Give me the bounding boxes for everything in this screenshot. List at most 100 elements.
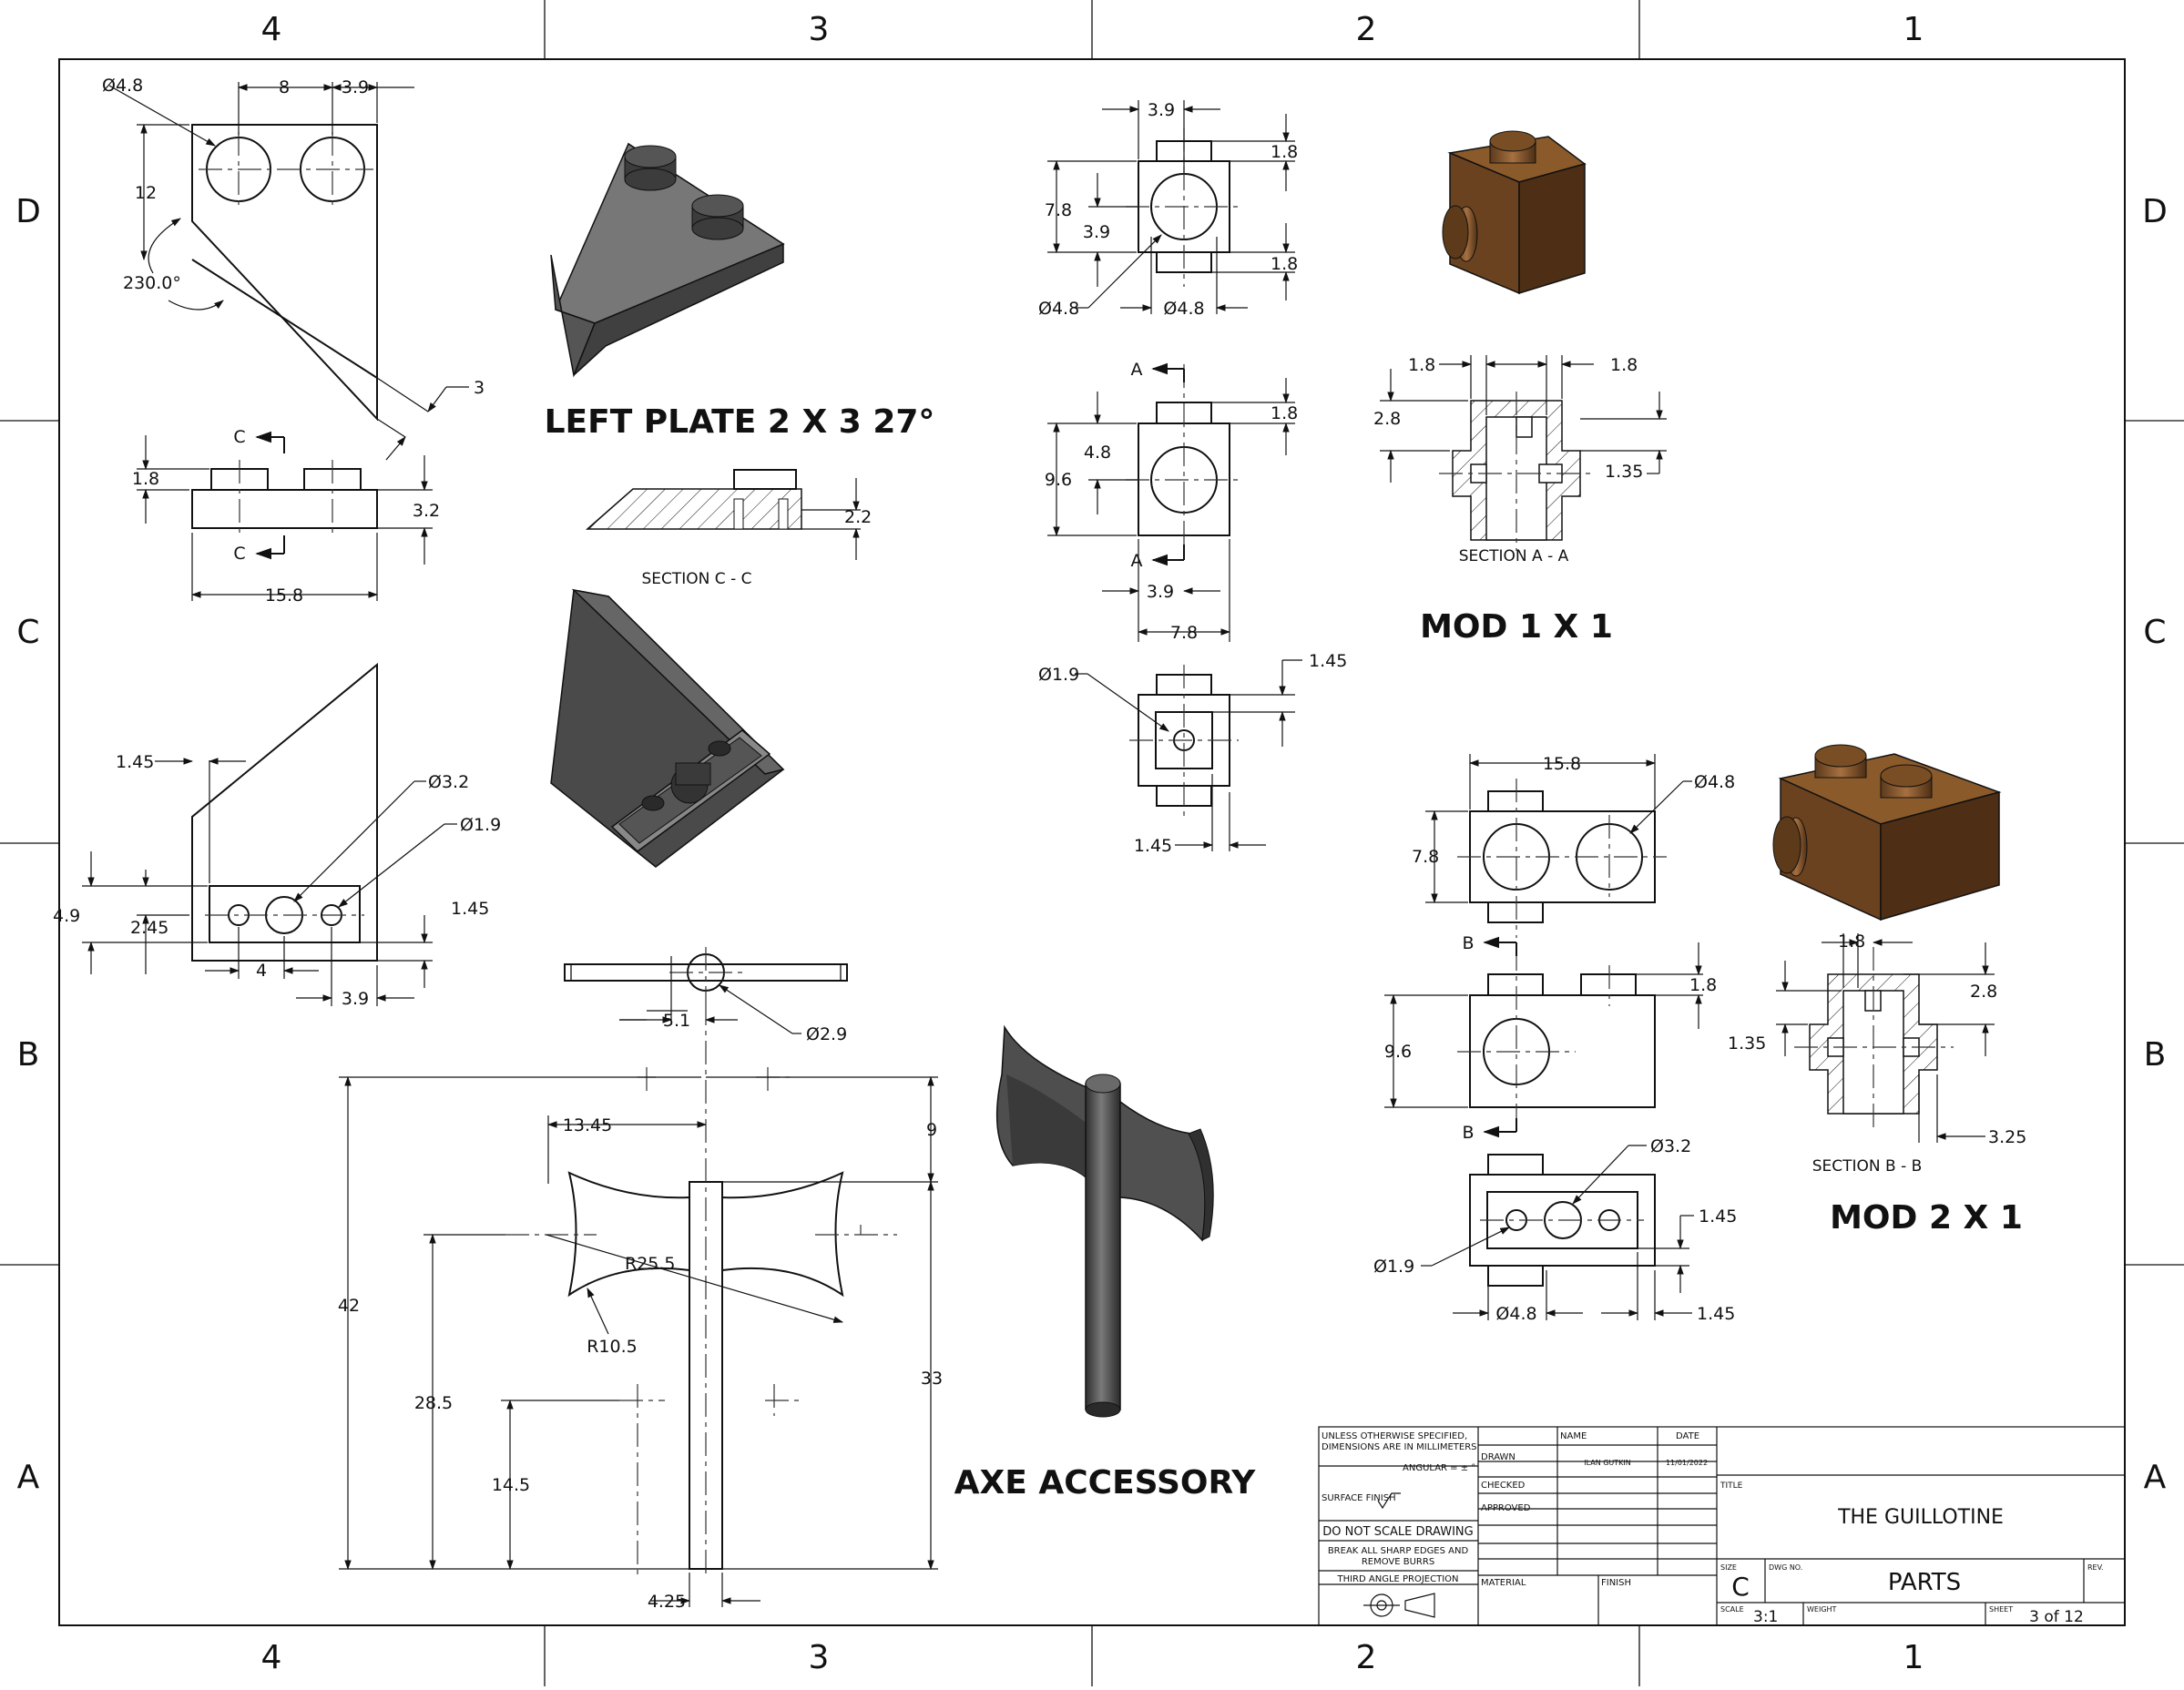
dim-ax-r-10-5: R10.5 <box>587 1337 638 1357</box>
dim-m1-dia-4-8-b: Ø4.8 <box>1163 299 1204 319</box>
label-section-b-b: SECTION B - B <box>1812 1157 1923 1176</box>
section-marker-a-bottom: A <box>1131 551 1143 571</box>
tb-name-header: NAME <box>1560 1431 1587 1441</box>
mod1x1-iso <box>1442 130 1587 295</box>
zone-row-a-right: A <box>2144 1459 2167 1496</box>
label-section-a-a: SECTION A - A <box>1459 547 1569 565</box>
mod2x1-bottom-view: Ø3.2 1.45 Ø1.9 Ø4.8 1.45 <box>1373 1136 1737 1324</box>
section-marker-c-bottom: C <box>233 544 245 564</box>
zone-col-4-bottom: 4 <box>261 1639 282 1676</box>
tb-title-label: TITLE <box>1720 1481 1743 1491</box>
tb-date-header: DATE <box>1676 1431 1699 1441</box>
dim-ax-r-25-5: R25.5 <box>625 1254 676 1274</box>
dim-m1-sec-2-8: 2.8 <box>1373 409 1401 429</box>
dim-lp-1-45-right: 1.45 <box>451 899 489 919</box>
dim-m1-7-8-top: 7.8 <box>1045 200 1072 220</box>
tb-break-edges-line2: REMOVE BURRS <box>1362 1557 1434 1567</box>
mod2x1-front-view: B B 1.8 9.6 <box>1384 933 1717 1143</box>
left-plate-front-view: C C 1.8 3.2 15.8 <box>132 427 440 606</box>
tb-rev-label: REV. <box>2087 1563 2104 1572</box>
dim-m2-sec-1-8: 1.8 <box>1838 932 1865 952</box>
dim-ax-28-5: 28.5 <box>414 1393 453 1413</box>
dim-m2-15-8: 15.8 <box>1543 754 1581 774</box>
dim-m1-1-45-right: 1.45 <box>1309 651 1347 671</box>
dim-m1-dia-1-9: Ø1.9 <box>1038 665 1079 685</box>
zone-col-2-bottom: 2 <box>1356 1639 1377 1676</box>
dim-m1-1-45-bottom: 1.45 <box>1134 836 1172 856</box>
zone-col-2-top: 2 <box>1356 11 1377 48</box>
dim-m1-1-8-b: 1.8 <box>1271 254 1298 274</box>
tb-dwg-no-label: DWG NO. <box>1769 1563 1802 1572</box>
dim-m2-1-45-bottom: 1.45 <box>1697 1304 1735 1324</box>
section-a-a-view: 1.8 1.8 2.8 1.35 SECTION A - A <box>1373 355 1667 565</box>
tb-material-label: MATERIAL <box>1481 1578 1526 1588</box>
dim-lp-1-45-top: 1.45 <box>116 752 154 772</box>
tb-drawn-name: ILAN GUTKIN <box>1584 1459 1631 1467</box>
dim-m2-9-6: 9.6 <box>1384 1042 1412 1062</box>
left-plate-iso-bottom <box>550 588 785 868</box>
dim-m1-dia-4-8-a: Ø4.8 <box>1038 299 1079 319</box>
zone-row-b-left: B <box>17 1036 40 1074</box>
dim-m2-sec-2-8: 2.8 <box>1970 982 1997 1002</box>
dim-m1-1-8-c: 1.8 <box>1271 403 1298 423</box>
dim-m1-3-9-left: 3.9 <box>1083 222 1110 242</box>
dim-lp-2-2: 2.2 <box>844 507 872 527</box>
title-mod-2x1: MOD 2 X 1 <box>1830 1199 2023 1237</box>
axe-iso <box>995 1024 1214 1418</box>
mod1x1-top-view: 3.9 1.8 1.8 7.8 3.9 Ø4.8 Ø4.8 <box>1038 100 1298 319</box>
axe-top-view: 5.1 Ø2.9 <box>564 947 848 1044</box>
axe-front-view: 13.45 9 42 33 28.5 14.5 R25.5 R10.5 4.25 <box>338 1002 943 1612</box>
title-axe-accessory: AXE ACCESSORY <box>954 1464 1257 1502</box>
tb-drawn-date: 11/01/2022 <box>1666 1459 1708 1467</box>
tb-sheet-label: SHEET <box>1989 1605 2013 1614</box>
dim-m2-1-8: 1.8 <box>1689 975 1717 995</box>
tb-size: C <box>1731 1572 1750 1602</box>
dim-m2-7-8: 7.8 <box>1412 847 1439 867</box>
section-marker-b-bottom: B <box>1462 1123 1474 1143</box>
dim-ax-33: 33 <box>921 1369 943 1389</box>
tb-approved-label: APPROVED <box>1481 1503 1531 1513</box>
dim-ax-4-25: 4.25 <box>648 1592 686 1612</box>
zone-row-a-left: A <box>17 1459 40 1496</box>
dim-ax-13-45: 13.45 <box>563 1115 612 1135</box>
dim-lp-3-9-bottom: 3.9 <box>342 989 369 1009</box>
dim-lp-230-deg: 230.0° <box>123 273 181 293</box>
dim-m2-dia-1-9: Ø1.9 <box>1373 1257 1414 1277</box>
title-block: UNLESS OTHERWISE SPECIFIED, DIMENSIONS A… <box>1318 1426 2126 1626</box>
dim-m2-dia-4-8-b: Ø4.8 <box>1495 1304 1536 1324</box>
dim-m1-7-8-bottom: 7.8 <box>1170 623 1198 643</box>
left-plate-bottom-view: 1.45 Ø3.2 Ø1.9 4.9 2.45 1.45 4 3.9 <box>53 662 501 1009</box>
dim-lp-8: 8 <box>279 77 290 97</box>
dim-m1-9-6: 9.6 <box>1045 470 1072 490</box>
third-angle-projection-icon <box>1363 1593 1435 1618</box>
zone-col-3-bottom: 3 <box>809 1639 830 1676</box>
zone-col-1-top: 1 <box>1903 11 1924 48</box>
dim-lp-dia-1-9: Ø1.9 <box>460 815 501 835</box>
dim-ax-42: 42 <box>338 1296 360 1316</box>
zone-row-b-right: B <box>2144 1036 2167 1074</box>
section-marker-a-top: A <box>1131 360 1143 380</box>
dim-lp-dia-4-8: Ø4.8 <box>102 76 143 96</box>
dim-lp-3-9-top: 3.9 <box>342 77 369 97</box>
zone-labels: 4 3 2 1 4 3 2 1 D C B A D C B A <box>15 11 2168 1676</box>
left-plate-top-view: 8 3.9 Ø4.8 12 230.0° 3 <box>102 76 485 461</box>
mod2x1-top-view: 15.8 Ø4.8 7.8 <box>1412 754 1735 938</box>
tb-scale-label: SCALE <box>1720 1605 1744 1614</box>
tb-drawn-label: DRAWN <box>1481 1452 1516 1462</box>
section-marker-c-top: C <box>233 427 245 447</box>
tb-break-edges-line1: BREAK ALL SHARP EDGES AND <box>1328 1546 1469 1556</box>
dim-m2-1-45-right: 1.45 <box>1699 1206 1737 1227</box>
dim-m1-3-9-bottom: 3.9 <box>1147 582 1174 602</box>
section-marker-b-top: B <box>1462 933 1474 953</box>
tb-do-not-scale: DO NOT SCALE DRAWING <box>1322 1525 1473 1539</box>
dim-ax-9: 9 <box>926 1120 937 1140</box>
dim-lp-12: 12 <box>135 183 157 203</box>
tb-title: THE GUILLOTINE <box>1837 1506 2004 1529</box>
tb-notes-line1: UNLESS OTHERWISE SPECIFIED, <box>1322 1431 1467 1441</box>
label-section-c-c: SECTION C - C <box>642 570 752 588</box>
dim-lp-15-8: 15.8 <box>265 585 303 606</box>
dim-m2-dia-4-8-a: Ø4.8 <box>1694 772 1735 792</box>
tb-notes-line2: DIMENSIONS ARE IN MILLIMETERS <box>1322 1442 1476 1452</box>
mod2x1-iso <box>1772 744 2002 921</box>
